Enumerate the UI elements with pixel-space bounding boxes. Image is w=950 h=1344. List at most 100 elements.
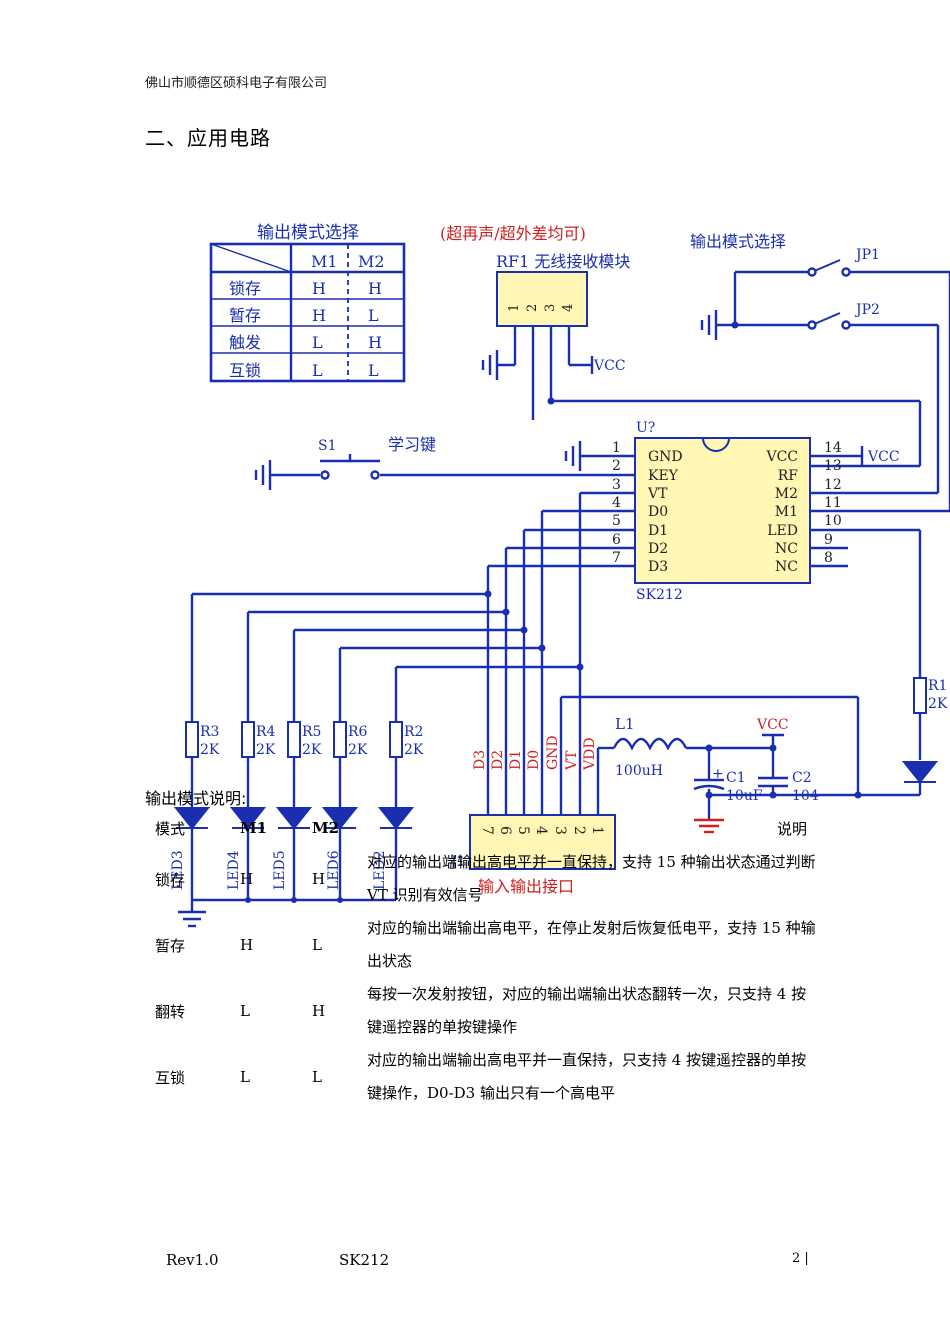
connector-pin-number: 5 (515, 826, 531, 835)
rf-pin-number: 4 (561, 304, 576, 312)
mode-table-row-mode: 暂存 (229, 306, 261, 325)
connector-name: 输入输出接口 (478, 877, 574, 896)
mode-table-row-m2: L (368, 306, 379, 325)
mode-table-row-m2: H (368, 279, 382, 298)
footer-revision: Rev1.0 (166, 1251, 219, 1269)
ic-pin-number: 11 (824, 495, 842, 511)
connector-signal-label: VT (564, 750, 580, 771)
connector-signal-label: VDD (582, 737, 598, 771)
ic-name: SK212 (636, 587, 683, 603)
supply-vcc-label: VCC (756, 717, 789, 733)
cell-desc: 对应的输出端输出高电平并一直保持，只支持 4 按键遥控器的单按键操作，D0-D3… (367, 1051, 807, 1102)
company-name: 佛山市顺德区硕科电子有限公司 (145, 76, 328, 91)
led-label: LED4 (226, 850, 242, 890)
cell-mode: 互锁 (155, 1068, 186, 1087)
resistor-ref: R6 (348, 724, 368, 740)
ic-pin-number: 3 (612, 477, 621, 493)
c1-plus: + (712, 766, 724, 782)
ic-pin-number: 8 (824, 550, 833, 566)
cell-mode: 锁存 (155, 870, 186, 889)
learn-key-label: 学习键 (388, 435, 436, 454)
ic-pin-number: 14 (824, 440, 842, 456)
ic-pin-name: M1 (775, 504, 798, 520)
resistor-ref: R2 (404, 724, 423, 740)
rf-module-note: (超再声/超外差均可) (440, 224, 586, 243)
cell-mode: 暂存 (155, 936, 186, 955)
cell-desc: 每按一次发射按钮，对应的输出端输出状态翻转一次，只支持 4 按键遥控器的单按键操… (367, 985, 807, 1036)
led-label: LED2 (372, 850, 388, 890)
connector-pin-number: 4 (533, 826, 549, 835)
connector-pin-number: 3 (552, 826, 568, 835)
cell-m1: L (240, 1068, 250, 1086)
ic-pin-number: 7 (612, 550, 621, 566)
output-mode-label: 输出模式选择 (690, 232, 786, 251)
connector-pin-number: 2 (571, 826, 587, 835)
mode-table-title: 输出模式选择 (257, 223, 359, 243)
ic-pin-name: RF (778, 468, 799, 484)
mode-table-row-mode: 互锁 (229, 361, 261, 380)
cell-m1: L (240, 1002, 250, 1020)
rf-pin-number: 3 (543, 304, 558, 312)
header-mode: 模式 (155, 819, 186, 838)
mode-table-row-m2: H (368, 333, 382, 352)
inductor-ref: L1 (615, 715, 635, 733)
table-row: 翻转 L H 每按一次发射按钮，对应的输出端输出状态翻转一次，只支持 4 按键遥… (145, 978, 817, 1044)
ic-pin-number: 4 (612, 495, 621, 511)
s1-label: S1 (318, 438, 337, 454)
resistor-ref: R3 (200, 724, 219, 740)
c1-value: 10uF (726, 788, 763, 804)
header-m1: M1 (240, 819, 268, 837)
mode-table-row-m1: L (312, 361, 323, 380)
c2-value: 104 (792, 788, 819, 804)
inductor-value: 100uH (615, 763, 663, 779)
ic-pin-number: 5 (612, 513, 621, 529)
jp1-label: JP1 (854, 247, 880, 263)
ic-pin-number: 13 (824, 458, 842, 474)
mode-table-row-m2: L (368, 361, 379, 380)
ic-pin-name: M2 (775, 486, 798, 502)
mode-table-row-m1: H (312, 279, 326, 298)
ic-pin-name: LED (767, 523, 798, 539)
cell-m2: L (312, 1068, 322, 1086)
ic-pin-name: GND (648, 449, 683, 465)
mode-table-m1-header: M1 (311, 252, 338, 271)
ic-pin-name: D2 (648, 541, 668, 557)
section-title: 二、应用电路 (145, 126, 271, 150)
connector-pin-number: 7 (479, 826, 495, 835)
led-label: LED3 (170, 850, 186, 890)
cell-mode: 翻转 (155, 1002, 186, 1021)
ic-pin-name: NC (775, 559, 798, 575)
table-row: 暂存 H L 对应的输出端输出高电平，在停止发射后恢复低电平，支持 15 种输出… (145, 912, 817, 978)
ic-pin-name: D0 (648, 504, 668, 520)
connector-signal-label: D0 (526, 750, 542, 770)
c2-ref: C2 (792, 770, 812, 786)
ic-pin-number: 6 (612, 532, 621, 548)
resistor-ref: R4 (256, 724, 276, 740)
mode-description-title: 输出模式说明: (145, 789, 247, 808)
rf-vcc-label: VCC (593, 358, 626, 374)
ic-pin-number: 9 (824, 532, 833, 548)
jp2-label: JP2 (854, 302, 880, 318)
footer-page-number: 2 | (792, 1251, 809, 1266)
ic-vcc-label: VCC (867, 449, 900, 465)
connector-ref: J1 (449, 854, 466, 870)
cell-m1: H (240, 870, 254, 888)
cell-m1: H (240, 936, 254, 954)
mode-table-m2-header: M2 (358, 252, 385, 271)
r1-ref: R1 (928, 678, 947, 694)
connector-pin-number: 6 (497, 826, 513, 835)
resistor-value: 2K (404, 742, 424, 758)
table-row: 互锁 L L 对应的输出端输出高电平并一直保持，只支持 4 按键遥控器的单按键操… (145, 1044, 817, 1110)
ic-pin-name: D1 (648, 523, 668, 539)
mode-description-table: 模式 M1 M2 说明 锁存 H H 对应的输出端输出高电平并一直保持，支持 1… (145, 810, 817, 1110)
ic-pin-number: 12 (824, 477, 842, 493)
ic-pin-number: 2 (612, 458, 621, 474)
cell-m2: H (312, 1002, 326, 1020)
header-desc: 说明 (776, 819, 807, 838)
resistor-value: 2K (302, 742, 322, 758)
ic-pin-name: KEY (648, 468, 679, 484)
cell-m2: L (312, 936, 322, 954)
rf-module-label: RF1 无线接收模块 (496, 252, 630, 271)
connector-pin-number: 1 (589, 826, 605, 835)
connector-signal-label: GND (545, 735, 561, 770)
